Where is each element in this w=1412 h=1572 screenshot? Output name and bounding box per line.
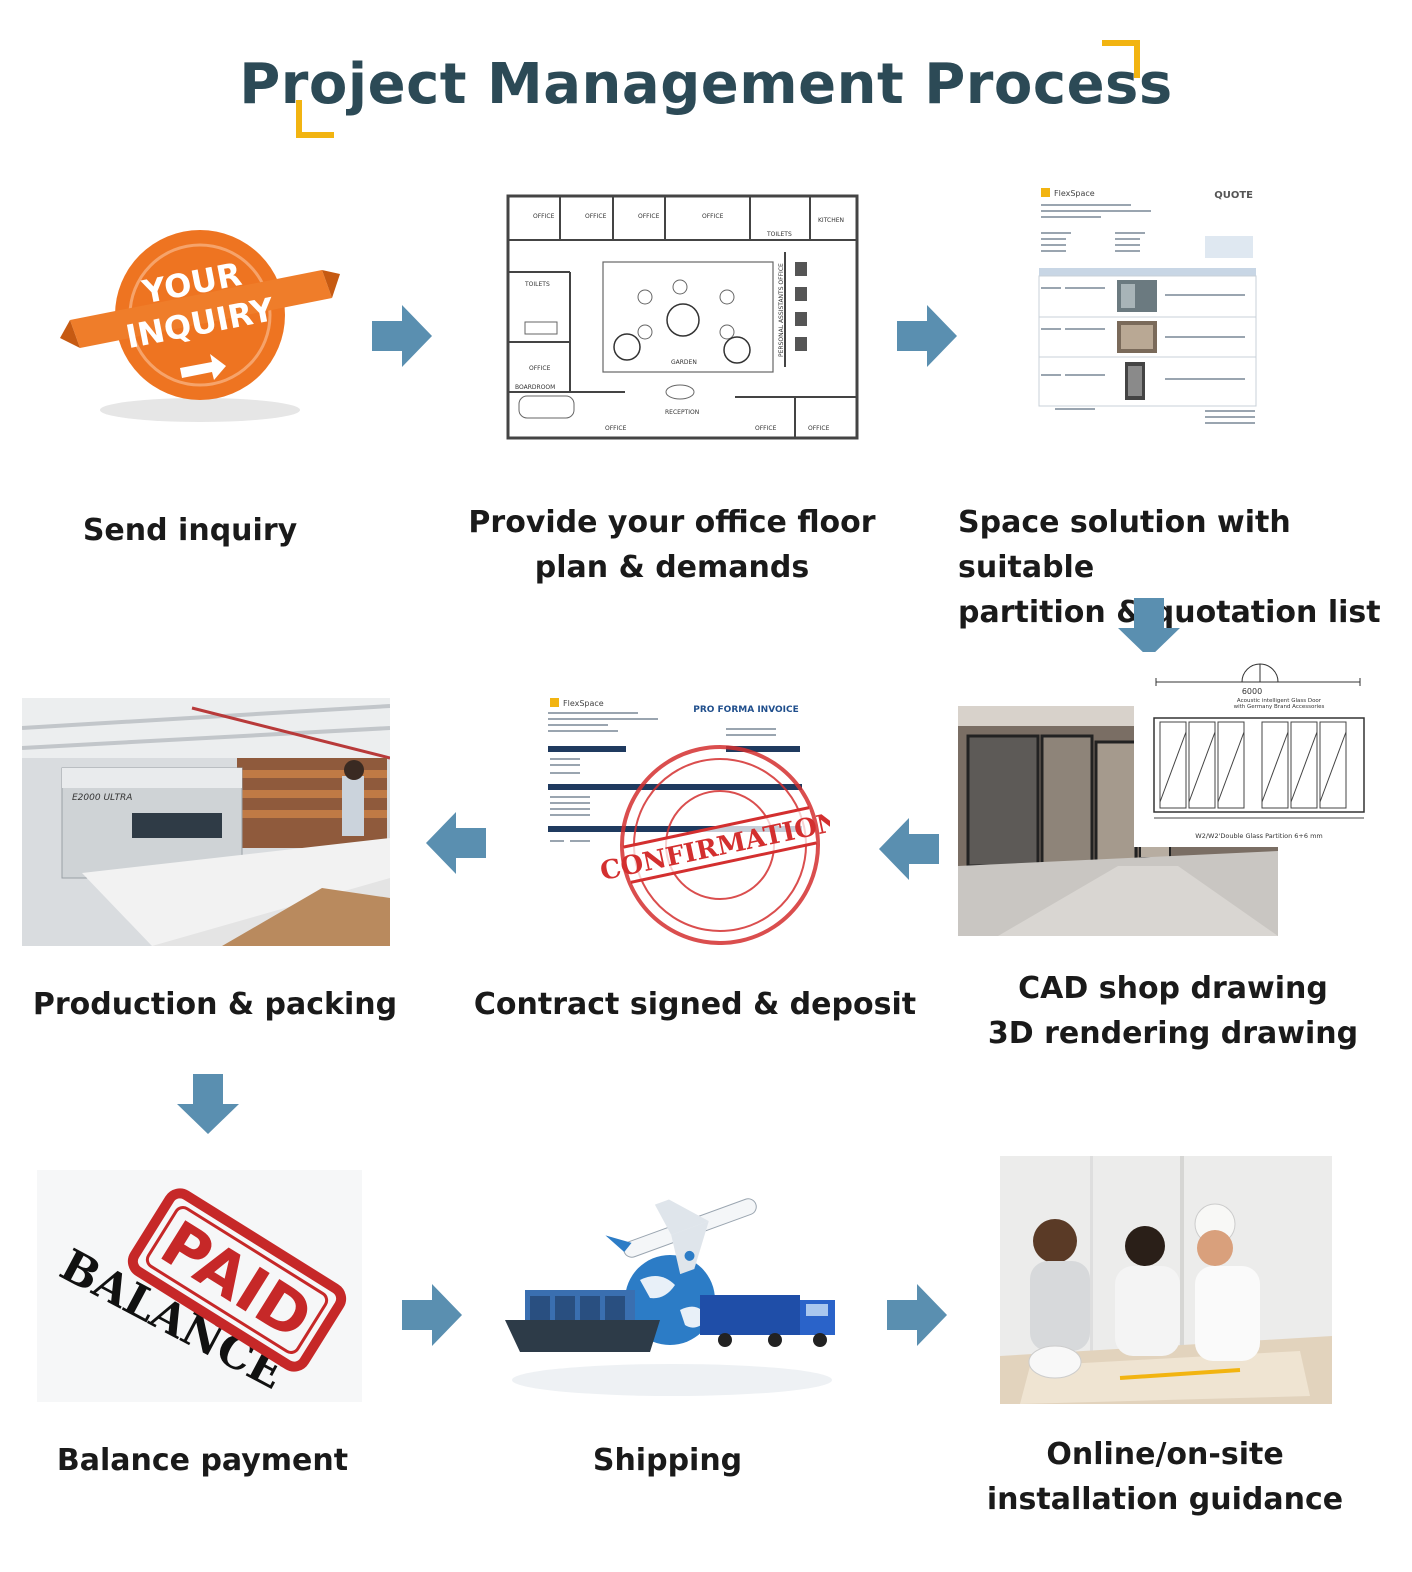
step-caption-text: Shipping [592, 1443, 743, 1478]
step-caption-line: Space solution with suitable [958, 505, 1291, 585]
title-corner-bottom-left [296, 100, 334, 138]
step-caption-line: 3D rendering drawing [987, 1016, 1359, 1051]
step-caption-shipping: Shipping [540, 1438, 795, 1483]
step-caption-line: CAD shop drawing [1018, 971, 1328, 1006]
step-caption-line: installation guidance [986, 1482, 1344, 1517]
cad-door-note-2: with Germany Brand Accessories [1234, 704, 1325, 710]
cad-drawing-image: 6000 Acoustic intelligent Glass Door wit… [1134, 652, 1384, 847]
invoice-title: PRO FORMA INVOICE [693, 705, 799, 715]
arrow-right-icon [887, 1284, 949, 1346]
arrow-right-icon [897, 305, 959, 367]
step-caption-space-solution: Space solution with suitable partition &… [958, 500, 1398, 635]
step-caption-text: Balance payment [56, 1443, 349, 1478]
floor-plan-room-label: PERSONAL ASSISTANTS OFFICE [778, 263, 785, 357]
cad-door-note-1: Acoustic intelligent Glass Door [1237, 698, 1322, 704]
step-caption-line: Online/on-site [1046, 1437, 1284, 1472]
invoice-brand: FlexSpace [563, 699, 604, 708]
step-caption-send-inquiry: Send inquiry [40, 508, 340, 553]
cad-dimension: 6000 [1242, 687, 1262, 696]
arrow-down-icon [177, 1074, 239, 1136]
step-caption-production: Production & packing [20, 982, 410, 1027]
arrow-left-icon [877, 818, 939, 880]
arrow-right-icon [372, 305, 434, 367]
step-caption-floor-plan: Provide your office floor plan & demands [462, 500, 882, 590]
quote-brand: FlexSpace [1054, 189, 1095, 198]
machine-label: E2000 ULTRA [72, 793, 132, 803]
inquiry-badge-image: YOUR INQUIRY [60, 220, 340, 430]
floor-plan-room-label: RECEPTION [665, 409, 699, 416]
floor-plan-room-label: BOARDROOM [515, 384, 555, 391]
step-caption-line: plan & demands [534, 550, 810, 585]
page-title: Project Management Process [239, 52, 1173, 117]
arrow-left-icon [424, 812, 486, 874]
floor-plan-room-label: OFFICE [533, 213, 555, 220]
step-caption-contract: Contract signed & deposit [470, 982, 920, 1027]
floor-plan-room-label: TOILETS [766, 231, 792, 238]
step-caption-installation: Online/on-site installation guidance [985, 1432, 1345, 1522]
step-caption-text: Contract signed & deposit [473, 987, 917, 1022]
floor-plan-room-label: OFFICE [638, 213, 660, 220]
floor-plan-room-label: GARDEN [671, 359, 697, 366]
floor-plan-room-label: OFFICE [755, 425, 777, 432]
floor-plan-room-label: OFFICE [808, 425, 830, 432]
step-caption-cad: CAD shop drawing 3D rendering drawing [968, 966, 1378, 1056]
step-caption-balance: Balance payment [30, 1438, 375, 1483]
step-caption-line: partition & quotation list [958, 595, 1381, 630]
quote-title: QUOTE [1214, 190, 1253, 201]
floor-plan-room-label: OFFICE [585, 213, 607, 220]
floor-plan-room-label: OFFICE [529, 365, 551, 372]
floor-plan-room-label: OFFICE [702, 213, 724, 220]
arrow-right-icon [402, 1284, 464, 1346]
arrow-down-icon [1118, 598, 1180, 660]
balance-paid-image: BALANCE PAID [37, 1170, 362, 1402]
floor-plan-room-label: OFFICE [605, 425, 627, 432]
step-caption-text: Send inquiry [82, 513, 298, 548]
installation-guidance-photo [1000, 1156, 1332, 1404]
quote-document-image: FlexSpace QUOTE [1035, 182, 1260, 432]
floor-plan-image: OFFICE OFFICE OFFICE OFFICE KITCHEN TOIL… [505, 192, 860, 442]
shipping-image [500, 1180, 845, 1410]
step-caption-text: Production & packing [32, 987, 398, 1022]
floor-plan-room-label: TOILETS [524, 281, 550, 288]
step-caption-line: Provide your office floor [468, 505, 876, 540]
production-photo: E2000 ULTRA [22, 698, 390, 946]
floor-plan-room-label: KITCHEN [818, 217, 844, 224]
cad-drawing-caption: W2/W2'Double Glass Partition 6+6 mm [1195, 832, 1322, 840]
pro-forma-invoice-image: FlexSpace PRO FORMA INVOICE CONFIRMATION [540, 690, 830, 945]
title-corner-top-right [1102, 40, 1140, 78]
